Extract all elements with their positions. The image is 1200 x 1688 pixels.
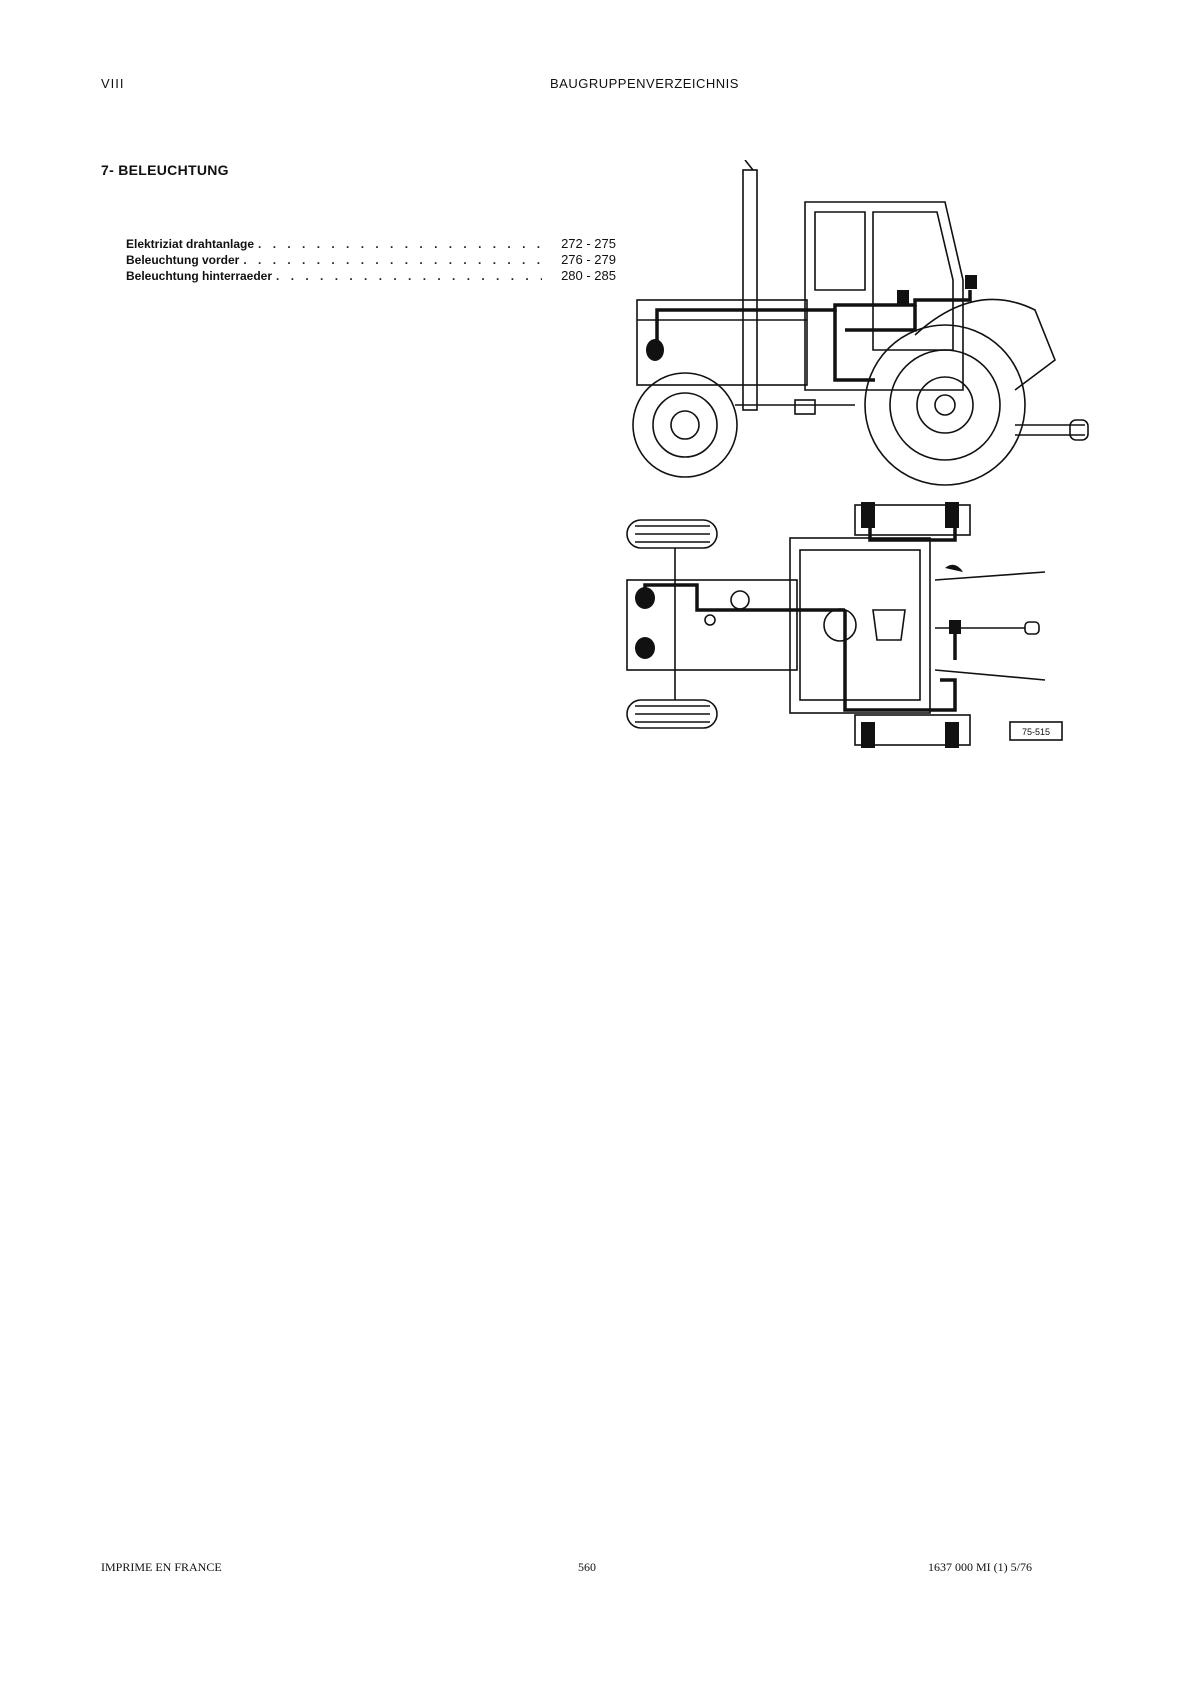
toc-entry-label: Beleuchtung vorder: [126, 253, 240, 267]
section-title: 7- BELEUCHTUNG: [101, 162, 229, 178]
toc-entry[interactable]: Beleuchtung hinterraeder . . . . . . . .…: [126, 268, 616, 284]
toc-entry-label: Elektriziat drahtanlage: [126, 237, 255, 251]
footer-printed-in: IMPRIME EN FRANCE: [101, 1560, 222, 1574]
toc-entry-pages: 280 - 285: [561, 268, 616, 283]
tractor-side-view-illustration: [632, 160, 1089, 486]
toc-entry-label: Beleuchtung hinterraeder: [126, 269, 273, 283]
header-title: BAUGRUPPENVERZEICHNIS: [550, 76, 739, 91]
toc-leader-dots: . . . . . . . . . . . . . . . . . . . . …: [243, 253, 542, 267]
toc-entry[interactable]: Beleuchtung vorder . . . . . . . . . . .…: [126, 252, 616, 268]
table-of-contents: Elektriziat drahtanlage . . . . . . . . …: [126, 236, 616, 284]
footer-page-number: 560: [578, 1560, 596, 1574]
header-section-numeral: VIII: [101, 76, 125, 91]
toc-entry[interactable]: Elektriziat drahtanlage . . . . . . . . …: [126, 236, 616, 252]
toc-entry-pages: 276 - 279: [561, 252, 616, 267]
toc-leader-dots: . . . . . . . . . . . . . . . . . . . . …: [258, 237, 542, 251]
toc-entry-pages: 272 - 275: [561, 236, 616, 251]
tractor-top-view-illustration: 75-515: [626, 502, 1063, 748]
footer-document-code: 1637 000 MI (1) 5/76: [928, 1560, 1032, 1574]
toc-leader-dots: . . . . . . . . . . . . . . . . . . . . …: [276, 269, 542, 283]
illustration-reference-label: 75-515: [1022, 727, 1050, 737]
